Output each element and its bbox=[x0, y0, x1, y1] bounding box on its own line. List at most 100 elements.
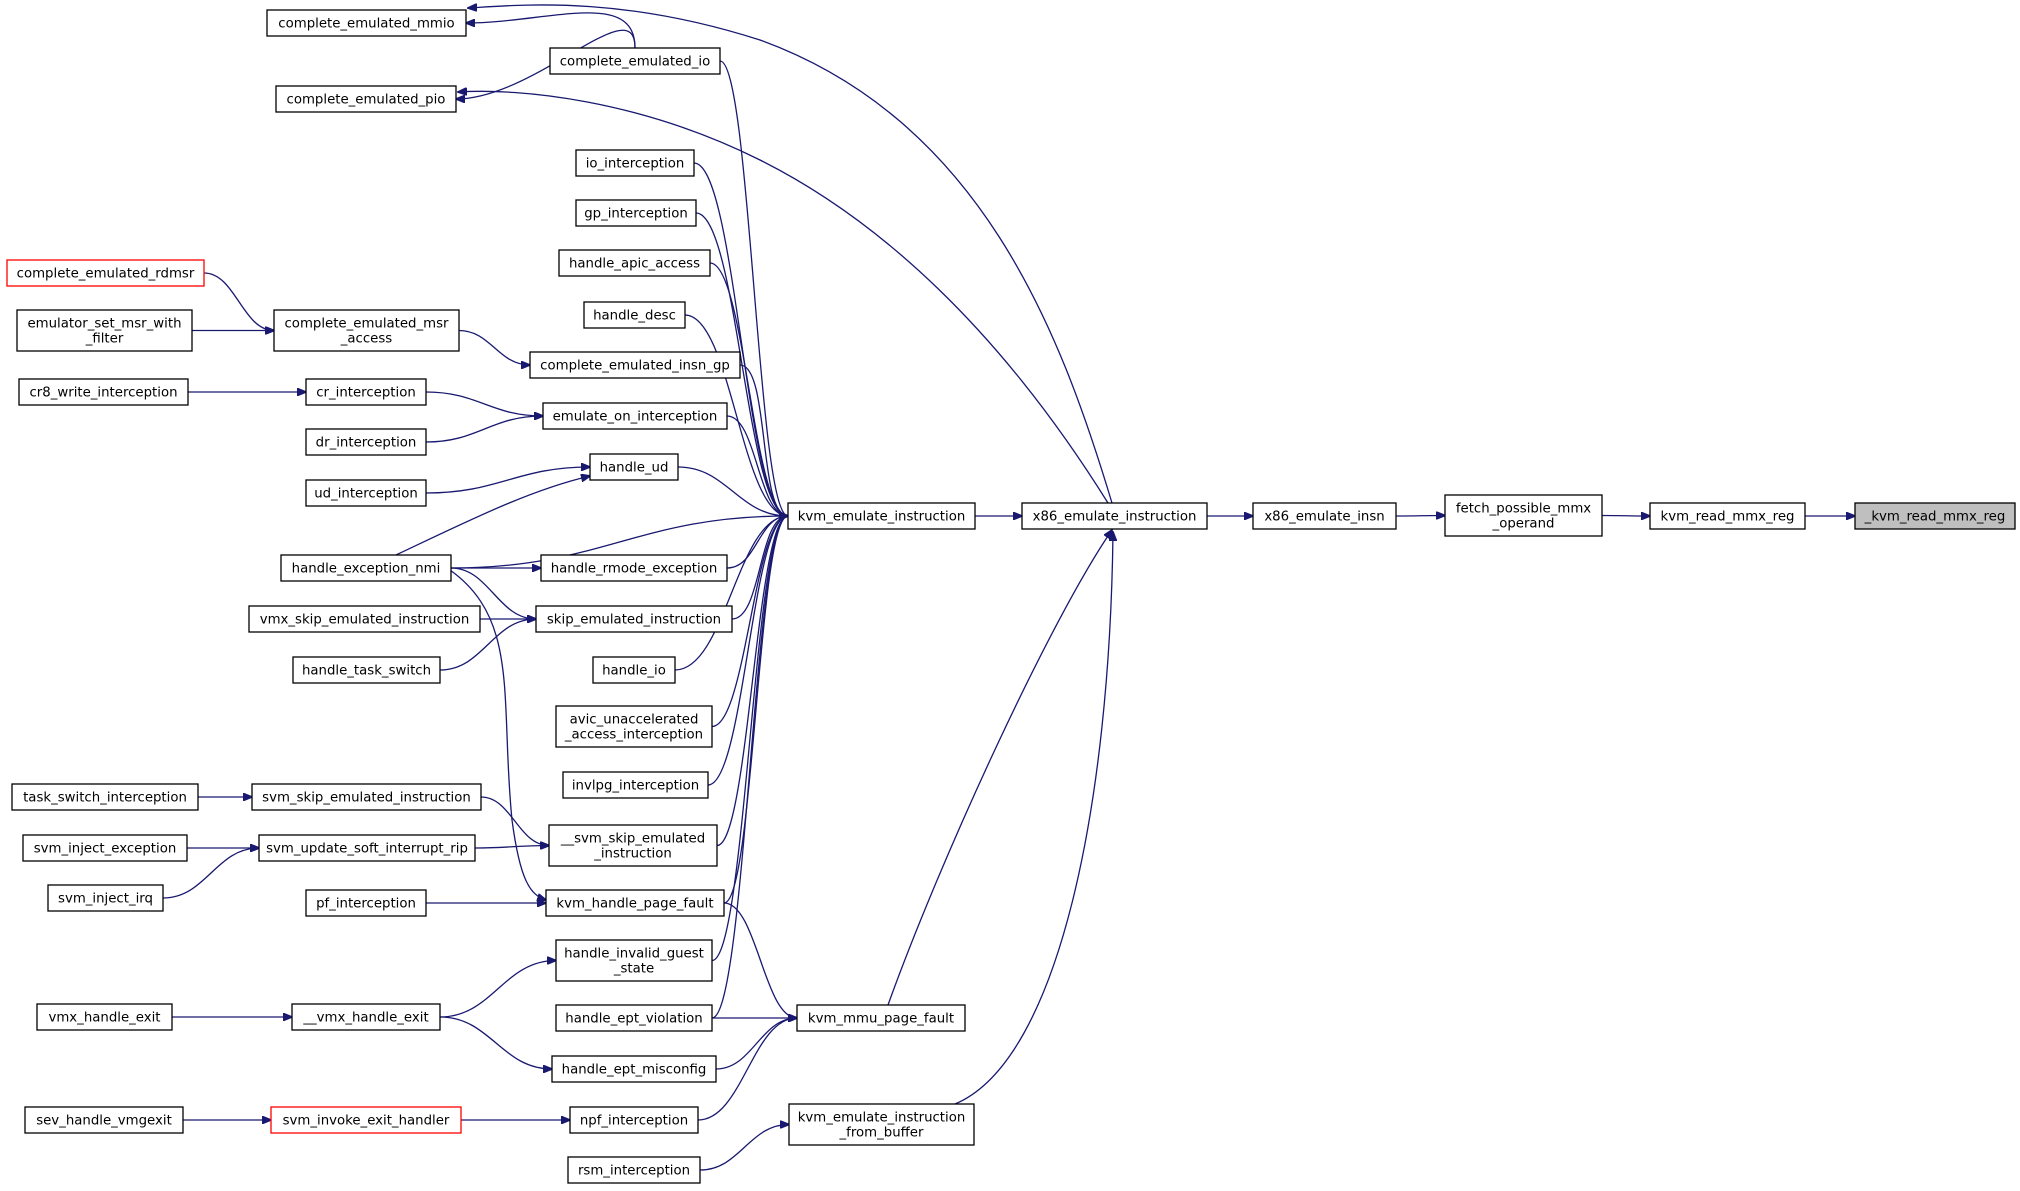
node-svm-update-soft-interrupt-rip[interactable]: svm_update_soft_interrupt_rip bbox=[258, 834, 476, 862]
node-handle-ud[interactable]: handle_ud bbox=[589, 453, 679, 481]
edge-x86_emulate_insn-to-fetch_possible_mmx_operand bbox=[1395, 516, 1445, 517]
node-handle-invalid-guest-state[interactable]: handle_invalid_guest_state bbox=[555, 939, 713, 982]
node-invlpg-interception[interactable]: invlpg_interception bbox=[562, 771, 709, 799]
edge-path bbox=[723, 902, 797, 1018]
node-x86-emulate-instruction[interactable]: x86_emulate_instruction bbox=[1021, 502, 1208, 530]
edge-handle_exception_nmi-to-kvm_emulate_instruction bbox=[450, 516, 788, 569]
node-complete-emulated-io[interactable]: complete_emulated_io bbox=[549, 47, 721, 75]
node-gp-interception[interactable]: gp_interception bbox=[575, 199, 697, 227]
node-box bbox=[575, 199, 697, 227]
edge-io_interception-to-kvm_emulate_instruction bbox=[693, 162, 788, 516]
node-label: _instruction bbox=[593, 847, 672, 862]
node-label: complete_emulated_mmio bbox=[278, 17, 454, 32]
node-complete-emulated-insn-gp[interactable]: complete_emulated_insn_gp bbox=[529, 351, 741, 379]
edge-path bbox=[1601, 516, 1650, 517]
node-handle-exception-nmi[interactable]: handle_exception_nmi bbox=[280, 554, 452, 582]
node-dr-interception[interactable]: dr_interception bbox=[305, 428, 427, 456]
node-box bbox=[305, 428, 427, 456]
node-box bbox=[305, 479, 427, 507]
node-handle-ept-misconfig[interactable]: handle_ept_misconfig bbox=[551, 1055, 717, 1083]
node-kvm-emulate-instruction-from-buffer[interactable]: kvm_emulate_instruction_from_buffer bbox=[788, 1103, 975, 1146]
node-label: complete_emulated_pio bbox=[287, 93, 446, 108]
node-task-switch-interception[interactable]: task_switch_interception bbox=[11, 783, 199, 811]
node-cr-interception[interactable]: cr_interception bbox=[305, 378, 427, 406]
node-x86-emulate-insn[interactable]: x86_emulate_insn bbox=[1252, 502, 1397, 530]
node-vmx-handle-exit[interactable]: vmx_handle_exit bbox=[36, 1003, 173, 1031]
node-kvm-mmu-page-fault[interactable]: kvm_mmu_page_fault bbox=[796, 1004, 966, 1032]
node-pf-interception[interactable]: pf_interception bbox=[305, 889, 427, 917]
edge-path bbox=[723, 516, 788, 904]
edge-x86_emulate_instruction-to-complete_emulated_mmio bbox=[468, 5, 1113, 504]
node-layer: _kvm_read_mmx_regkvm_read_mmx_regfetch_p… bbox=[6, 9, 2016, 1184]
edge-path bbox=[439, 619, 536, 671]
node-kvm-emulate-instruction[interactable]: kvm_emulate_instruction bbox=[787, 502, 976, 530]
node-label: x86_emulate_instruction bbox=[1033, 510, 1197, 525]
node-rsm-interception[interactable]: rsm_interception bbox=[567, 1156, 701, 1184]
node-box bbox=[18, 378, 189, 406]
node-svm-skip-emulated-instruction[interactable]: svm_skip_emulated_instruction bbox=[251, 783, 482, 811]
node-complete-emulated-mmio[interactable]: complete_emulated_mmio bbox=[266, 9, 467, 37]
node-ud-interception[interactable]: ud_interception bbox=[305, 479, 427, 507]
node-label: svm_invoke_exit_handler bbox=[283, 1114, 450, 1129]
edge-path bbox=[695, 212, 788, 516]
node-label: kvm_read_mmx_reg bbox=[1661, 510, 1795, 525]
node-sev-handle-vmgexit[interactable]: sev_handle_vmgexit bbox=[24, 1106, 184, 1134]
edge-vmx_handle_exit_-to-handle_invalid_guest_state bbox=[439, 961, 556, 1018]
node-label: kvm_emulate_instruction bbox=[798, 1111, 966, 1126]
edge-handle_exception_nmi-to-skip_emulated_instruction bbox=[450, 567, 536, 619]
edge-handle_exception_nmi-to-handle_ud bbox=[395, 476, 590, 556]
node-svm-skip-emulated-instruction[interactable]: __svm_skip_emulated_instruction bbox=[548, 824, 718, 867]
node-box bbox=[549, 47, 721, 75]
node-box bbox=[11, 783, 199, 811]
edge-path bbox=[887, 530, 1112, 1006]
node-skip-emulated-instruction[interactable]: skip_emulated_instruction bbox=[535, 605, 733, 633]
node-box bbox=[558, 249, 711, 277]
node-svm-inject-exception[interactable]: svm_inject_exception bbox=[22, 834, 188, 862]
node-label: handle_exception_nmi bbox=[292, 562, 441, 577]
node-label: pf_interception bbox=[316, 897, 416, 912]
node-svm-inject-irq[interactable]: svm_inject_irq bbox=[47, 884, 164, 912]
node-label: task_switch_interception bbox=[23, 791, 187, 806]
node-svm-invoke-exit-handler[interactable]: svm_invoke_exit_handler bbox=[270, 1106, 462, 1134]
node-handle-desc[interactable]: handle_desc bbox=[583, 301, 686, 329]
node-label: complete_emulated_msr bbox=[285, 317, 450, 332]
edge-path bbox=[439, 1016, 552, 1069]
node-complete-emulated-msr-access[interactable]: complete_emulated_msr_access bbox=[273, 309, 460, 352]
node-label: handle_rmode_exception bbox=[551, 562, 718, 577]
node-complete-emulated-pio[interactable]: complete_emulated_pio bbox=[275, 85, 457, 113]
edge-invlpg_interception-to-kvm_emulate_instruction bbox=[707, 516, 788, 786]
edge-path bbox=[716, 516, 788, 847]
node-box bbox=[575, 149, 695, 177]
edge-path bbox=[711, 516, 788, 962]
node-kvm-handle-page-fault[interactable]: kvm_handle_page_fault bbox=[545, 889, 725, 917]
node-kvm-read-mmx-reg[interactable]: kvm_read_mmx_reg bbox=[1649, 502, 1806, 530]
node-box bbox=[542, 402, 728, 430]
edge-path bbox=[726, 415, 788, 516]
node-label: fetch_possible_mmx bbox=[1456, 502, 1591, 517]
node-label: vmx_handle_exit bbox=[48, 1011, 160, 1026]
node-emulate-on-interception[interactable]: emulate_on_interception bbox=[542, 402, 728, 430]
node-box bbox=[47, 884, 164, 912]
node-npf-interception[interactable]: npf_interception bbox=[569, 1106, 699, 1134]
node-emulator-set-msr-with-filter[interactable]: emulator_set_msr_with_filter bbox=[16, 309, 193, 352]
node-label: kvm_handle_page_fault bbox=[556, 897, 713, 912]
node-handle-ept-violation[interactable]: handle_ept_violation bbox=[555, 1004, 713, 1032]
node-fetch-possible-mmx-operand[interactable]: fetch_possible_mmx_operand bbox=[1444, 494, 1603, 537]
node-label: io_interception bbox=[586, 157, 685, 172]
node-box bbox=[305, 378, 427, 406]
node-complete-emulated-rdmsr[interactable]: complete_emulated_rdmsr bbox=[6, 259, 205, 287]
node-label: invlpg_interception bbox=[572, 779, 699, 794]
node-io-interception[interactable]: io_interception bbox=[575, 149, 695, 177]
node-handle-rmode-exception[interactable]: handle_rmode_exception bbox=[540, 554, 728, 582]
node-handle-task-switch[interactable]: handle_task_switch bbox=[292, 656, 441, 684]
node-cr8-write-interception[interactable]: cr8_write_interception bbox=[18, 378, 189, 406]
node-label: emulate_on_interception bbox=[553, 410, 718, 425]
edge-path bbox=[458, 91, 1109, 504]
node-vmx-skip-emulated-instruction[interactable]: vmx_skip_emulated_instruction bbox=[248, 605, 481, 633]
node-handle-io[interactable]: handle_io bbox=[592, 656, 676, 684]
node-handle-apic-access[interactable]: handle_apic_access bbox=[558, 249, 711, 277]
node-avic-unaccelerated-access-interception[interactable]: avic_unaccelerated_access_interception bbox=[555, 705, 713, 748]
node-vmx-handle-exit[interactable]: __vmx_handle_exit bbox=[291, 1003, 441, 1031]
edge-vmx_handle_exit_-to-handle_ept_misconfig bbox=[439, 1016, 552, 1069]
node-box bbox=[535, 605, 733, 633]
